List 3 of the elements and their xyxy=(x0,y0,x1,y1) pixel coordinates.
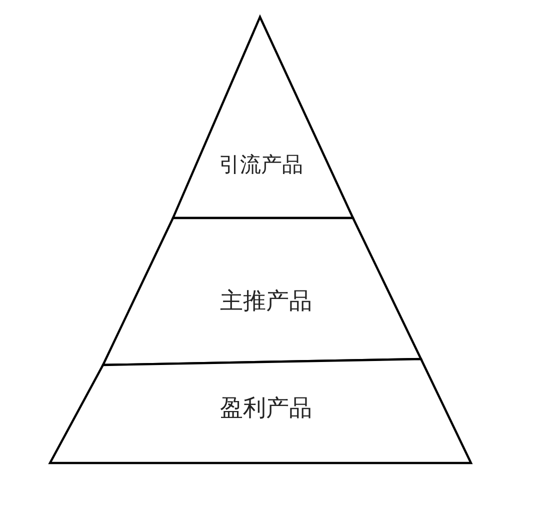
tier-label: 引流产品 xyxy=(219,153,303,177)
tier-label: 盈利产品 xyxy=(220,396,312,422)
tier-label: 主推产品 xyxy=(220,289,312,315)
